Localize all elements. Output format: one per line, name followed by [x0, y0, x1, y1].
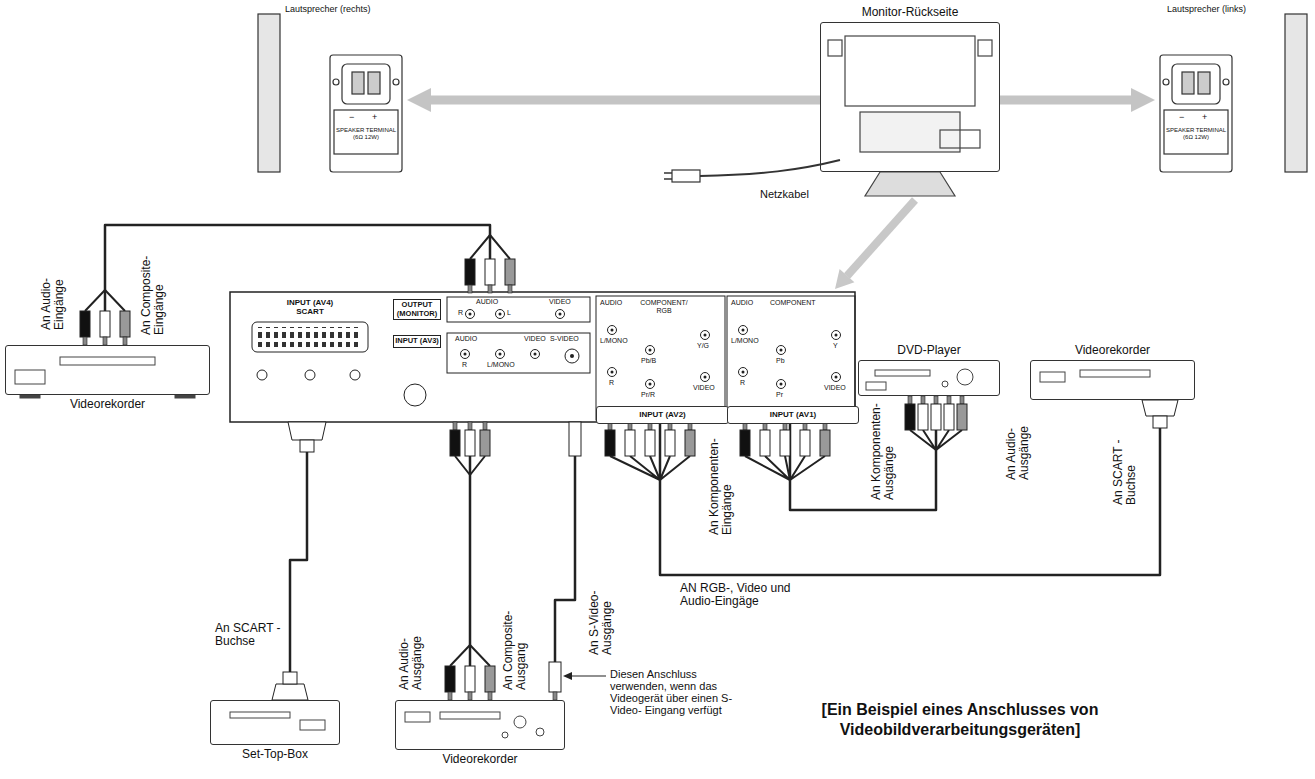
device-label: INPUT (AV2) — [597, 410, 728, 419]
jack-label: Pr/R — [641, 391, 655, 399]
jack-label: Pb/B — [641, 357, 656, 365]
scart-input: INPUT (AV4) SCART — [240, 296, 380, 420]
note-label: An Audio- Eingänge — [40, 260, 66, 330]
video-recorder: Videorekorder — [5, 345, 210, 395]
pointer-arrow — [425, 96, 820, 105]
jacks — [461, 310, 841, 389]
jack-label: R — [740, 379, 745, 387]
jack-label: SPEAKER TERMINAL (6Ω 12W) — [1164, 127, 1228, 140]
zoom-arrow — [835, 200, 915, 289]
power-cord — [664, 160, 840, 182]
note-label: An S-Video- Ausgänge — [588, 575, 614, 655]
jack-label: Y/G — [697, 342, 709, 350]
jack-label: Y — [833, 342, 838, 350]
speaker-left — [1160, 14, 1307, 172]
jack-label: VIDEO — [824, 384, 846, 392]
note-label: An SCART -Buchse — [1112, 430, 1138, 505]
cable — [290, 420, 307, 700]
note-label: Diesen Anschluss verwenden, wenn das Vid… — [610, 668, 735, 716]
jack-label: Pb — [776, 357, 785, 365]
device-label: INPUT (AV4) SCART — [275, 298, 345, 316]
device-label: Set-Top-Box — [242, 748, 308, 762]
note-label: Netzkabel — [760, 188, 809, 200]
note-label: An SCART -Buchse — [215, 622, 285, 648]
device-label: Monitor-Rückseite — [862, 6, 959, 20]
terminal-panel — [230, 292, 855, 422]
jack-label: COMPONENT/ RGB — [636, 299, 692, 314]
device-label: Lautsprecher (links) — [1167, 4, 1246, 14]
note-label: AN RGB-, Video und Audio-Eingäge — [680, 582, 795, 608]
device-details — [15, 357, 1150, 738]
device-label: INPUT (AV3) — [393, 335, 441, 348]
jack-label: L/MONO — [600, 337, 628, 345]
video-recorder: Videorekorder — [395, 700, 565, 750]
note-label: An Komponenten- Eingänge — [708, 430, 734, 535]
set-top-box: Set-Top-Box — [210, 700, 340, 745]
jack-label: COMPONENT — [770, 299, 816, 307]
jack-label: AUDIO — [600, 299, 622, 307]
note-label: − — [349, 113, 354, 123]
note-label: − — [1179, 113, 1184, 123]
jack-label: VIDEO — [693, 384, 715, 392]
jack-label: R — [609, 379, 614, 387]
note-label: An Composite- Eingänge — [140, 240, 166, 335]
loudspeaker: Lautsprecher (rechts) — [255, 4, 407, 176]
note-label: + — [1202, 113, 1207, 123]
note-label: An Composite- Ausgang — [502, 595, 528, 690]
loudspeaker: Lautsprecher (links) — [1155, 4, 1310, 176]
plugs — [85, 235, 962, 666]
pointer-arrow — [1000, 96, 1137, 105]
device-label: Lautsprecher (rechts) — [285, 4, 371, 14]
note-label: An Audio- Ausgänge — [398, 615, 424, 690]
device-label: Videorekorder — [442, 753, 517, 767]
jack-label: S-VIDEO — [550, 335, 579, 343]
device-label: OUTPUT (MONITOR) — [393, 299, 441, 320]
jack-label: VIDEO — [524, 335, 546, 343]
speaker-right — [258, 14, 402, 172]
input-label-bar: INPUT (AV1) — [727, 406, 859, 424]
caption: [Ein Beispiel eines Anschlusses von Vide… — [770, 700, 1150, 740]
jack-label: L — [507, 309, 511, 317]
note-label: An Audio- Ausgänge — [1005, 405, 1031, 480]
monitor-detail — [828, 36, 992, 196]
device-label: DVD-Player — [897, 344, 960, 358]
input-label-bar: INPUT (AV2) — [596, 406, 729, 424]
device-label: INPUT (AV1) — [728, 410, 858, 419]
callout-arrow — [563, 672, 606, 680]
jack-label: AUDIO — [731, 299, 753, 307]
video-recorder: Videorekorder — [1030, 360, 1195, 400]
note-label: An Komponenten- Ausgänge — [870, 400, 896, 500]
monitor-back: Monitor-Rückseite — [820, 22, 1000, 172]
jack-label: SPEAKER TERMINAL (6Ω 12W) — [334, 127, 398, 140]
jack-label: R — [458, 309, 463, 317]
dvd-player: DVD-Player — [858, 360, 1000, 396]
jack-label: R — [462, 361, 467, 369]
jack-label: L/MONO — [731, 337, 759, 345]
jack-label: Pr — [776, 391, 783, 399]
device-label: Videorekorder — [1075, 344, 1150, 358]
jack-label: VIDEO — [549, 298, 571, 306]
device-label: Videorekorder — [70, 398, 145, 412]
note-label: + — [372, 113, 377, 123]
jack-label: AUDIO — [455, 335, 477, 343]
plug-bodies — [80, 259, 1178, 700]
jack-label: L/MONO — [487, 361, 515, 369]
jack-label: AUDIO — [476, 298, 498, 306]
